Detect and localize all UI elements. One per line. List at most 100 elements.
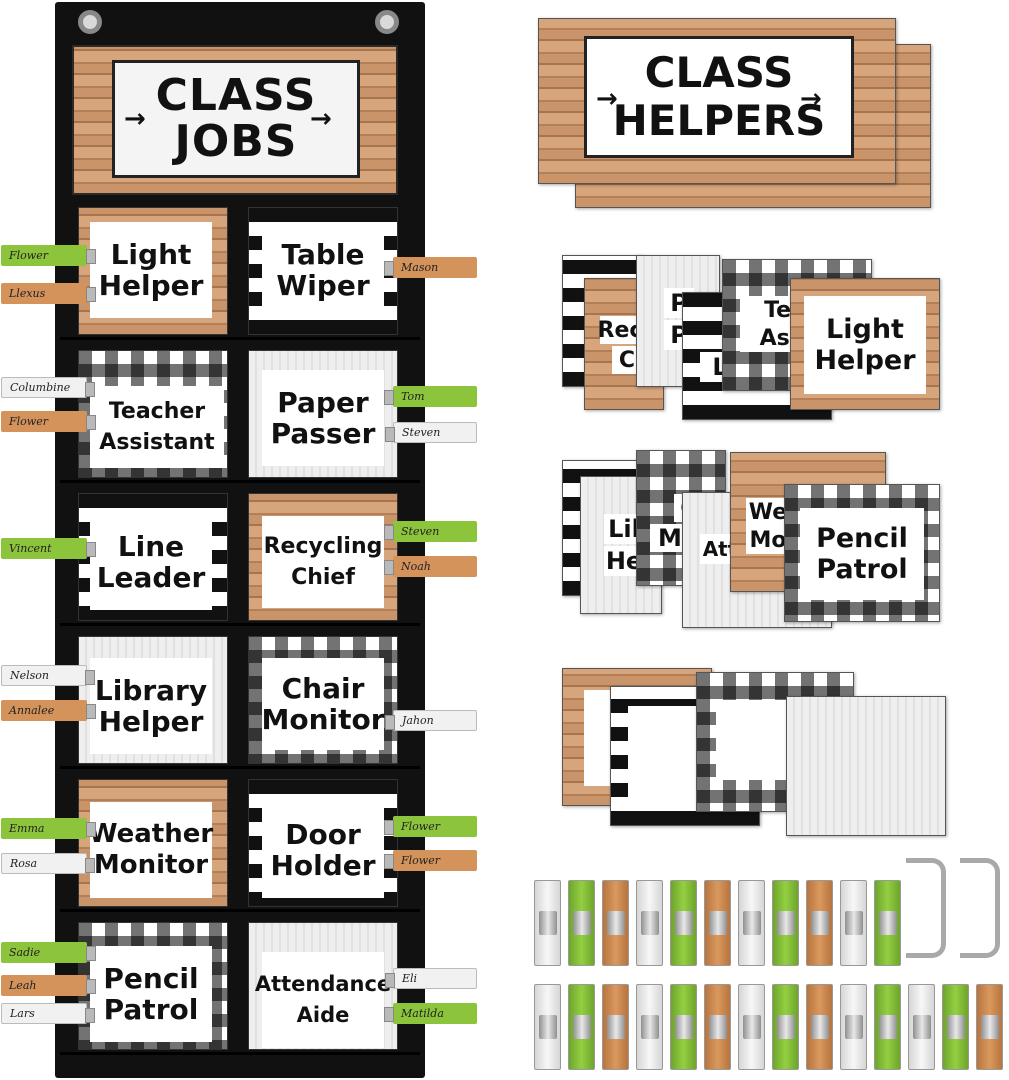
clothespin-icon bbox=[874, 984, 901, 1070]
door-hook-icon bbox=[906, 858, 946, 958]
job-label-line1: Line bbox=[117, 530, 185, 563]
job-label-line1: Teacher bbox=[108, 399, 206, 424]
grommet-icon bbox=[375, 10, 399, 34]
chart-title: CLASS JOBS bbox=[112, 60, 360, 178]
job-label-line1: Pencil bbox=[103, 962, 199, 995]
clothespin-icon bbox=[874, 880, 901, 966]
name-clip[interactable]: Flower bbox=[384, 850, 477, 871]
clothespin-icon bbox=[636, 984, 663, 1070]
clothespin-icon bbox=[772, 984, 799, 1070]
name-clip[interactable]: Noah bbox=[384, 556, 477, 577]
job-label-line1: Door bbox=[285, 818, 361, 851]
job-label-line1: Library bbox=[94, 674, 208, 707]
name-clip[interactable]: Mason bbox=[384, 257, 477, 278]
loose-card-plate: Light Helper bbox=[804, 296, 926, 394]
job-label-line1: Light bbox=[110, 238, 192, 271]
clothespin-icon bbox=[602, 880, 629, 966]
job-label-line1: Table bbox=[281, 238, 365, 271]
job-label-line2: Monitor bbox=[261, 703, 385, 736]
name-clip[interactable]: Steven bbox=[385, 422, 477, 443]
job-label-line2: Patrol bbox=[103, 993, 199, 1026]
pocket-row bbox=[60, 483, 420, 626]
blank-card bbox=[786, 696, 946, 836]
name-clip[interactable]: Matilda bbox=[384, 1003, 477, 1024]
helpers-title-line1: CLASS bbox=[644, 48, 794, 97]
loose-card-plate: Pencil Patrol bbox=[800, 508, 924, 600]
right-arrow-icon: → bbox=[800, 84, 822, 114]
name-clip[interactable]: Jahon bbox=[385, 710, 477, 731]
clothespin-icon bbox=[908, 984, 935, 1070]
door-hook-icon bbox=[960, 858, 1000, 958]
name-clip[interactable]: Lars bbox=[1, 1003, 95, 1024]
name-clip[interactable]: Eli bbox=[385, 968, 477, 989]
name-clip[interactable]: Vincent bbox=[1, 538, 96, 559]
clothespin-icon bbox=[534, 880, 561, 966]
loose-card-line2: Patrol bbox=[816, 554, 908, 585]
clothespin-icon bbox=[670, 984, 697, 1070]
clothespin-icon bbox=[602, 984, 629, 1070]
job-label-line2: Helper bbox=[98, 705, 204, 738]
name-clip[interactable]: Emma bbox=[1, 818, 96, 839]
peek-label: Rec bbox=[597, 316, 643, 344]
clothespin-icon bbox=[568, 984, 595, 1070]
pocket-row bbox=[60, 912, 420, 1055]
job-label-line1: Recycling bbox=[263, 534, 383, 559]
chart-title-line2: JOBS bbox=[174, 116, 298, 167]
helpers-title-line2: HELPERS bbox=[612, 96, 826, 145]
job-label-line2: Helper bbox=[98, 269, 204, 302]
name-clip[interactable]: Flower bbox=[1, 245, 96, 266]
clothespin-icon bbox=[772, 880, 799, 966]
name-clip[interactable]: Sadie bbox=[1, 942, 96, 963]
name-clip[interactable]: Leah bbox=[1, 975, 96, 996]
left-arrow-icon: → bbox=[124, 104, 146, 134]
clothespin-icon bbox=[534, 984, 561, 1070]
name-clip[interactable]: Nelson bbox=[1, 665, 95, 686]
name-clip[interactable]: Flower bbox=[1, 411, 96, 432]
left-arrow-icon: → bbox=[596, 84, 618, 114]
name-clip[interactable]: Steven bbox=[384, 521, 477, 542]
name-clip[interactable]: Annalee bbox=[1, 700, 96, 721]
name-clip[interactable]: Rosa bbox=[1, 853, 95, 874]
clothespin-icon bbox=[704, 880, 731, 966]
job-label-line2: Monitor bbox=[93, 850, 209, 880]
grommet-icon bbox=[78, 10, 102, 34]
name-clip[interactable]: Columbine bbox=[1, 377, 95, 398]
job-label-line2: Leader bbox=[96, 561, 206, 594]
chart-title-line1: CLASS bbox=[155, 70, 317, 121]
loose-card-line1: Light bbox=[826, 314, 904, 345]
pocket-row bbox=[60, 626, 420, 769]
pocket-row bbox=[60, 197, 420, 340]
clothespin-icon bbox=[806, 984, 833, 1070]
job-label-line2: Holder bbox=[270, 849, 376, 882]
loose-card-line1: Pencil bbox=[816, 523, 908, 554]
job-label-line2: Assistant bbox=[99, 430, 215, 455]
peek-label: We bbox=[746, 498, 790, 526]
clothespin-icon bbox=[806, 880, 833, 966]
job-label-line1: Attendance bbox=[254, 972, 392, 996]
clothespin-icon bbox=[942, 984, 969, 1070]
clothespin-icon bbox=[840, 880, 867, 966]
name-clip[interactable]: Llexus bbox=[1, 283, 96, 304]
name-clip[interactable]: Flower bbox=[384, 816, 477, 837]
job-label-line1: Weather bbox=[88, 819, 214, 849]
clothespin-icon bbox=[568, 880, 595, 966]
pocket-row bbox=[60, 340, 420, 483]
job-label-line2: Aide bbox=[296, 1003, 350, 1027]
clothespin-icon bbox=[670, 880, 697, 966]
clothespin-icon bbox=[636, 880, 663, 966]
job-label-line2: Passer bbox=[270, 417, 376, 450]
job-label-line2: Chief bbox=[291, 565, 355, 590]
name-clip[interactable]: Tom bbox=[384, 386, 477, 407]
clothespin-icon bbox=[738, 880, 765, 966]
loose-card-line2: Helper bbox=[814, 345, 916, 376]
